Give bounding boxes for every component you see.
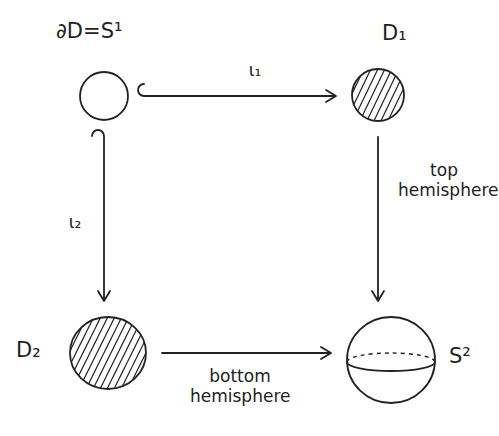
map-label: bottom hemisphere: [188, 366, 292, 407]
hatched-disk-outline: [350, 67, 406, 123]
hatched-disk: D₁: [350, 67, 406, 123]
sphere: S²: [345, 315, 437, 405]
map-label: ι₁: [238, 60, 272, 82]
boundary-circle-outline: [78, 70, 130, 122]
space-label: D₂: [16, 339, 41, 362]
sphere-outline: [345, 315, 437, 405]
map-arrow: [138, 84, 336, 102]
space-label: S²: [449, 345, 471, 368]
map-arrow: [92, 130, 110, 301]
space-label: ∂D=S¹: [56, 20, 122, 43]
map-label: ι₂: [58, 212, 92, 234]
map-arrow: [372, 137, 384, 301]
boundary-circle: ∂D=S¹: [78, 70, 130, 122]
space-label: D₁: [382, 22, 407, 45]
map-arrow: [162, 347, 331, 359]
hatched-disk-outline: [68, 315, 148, 391]
hatched-disk: D₂: [68, 315, 148, 391]
map-label: top hemisphere: [396, 160, 492, 201]
